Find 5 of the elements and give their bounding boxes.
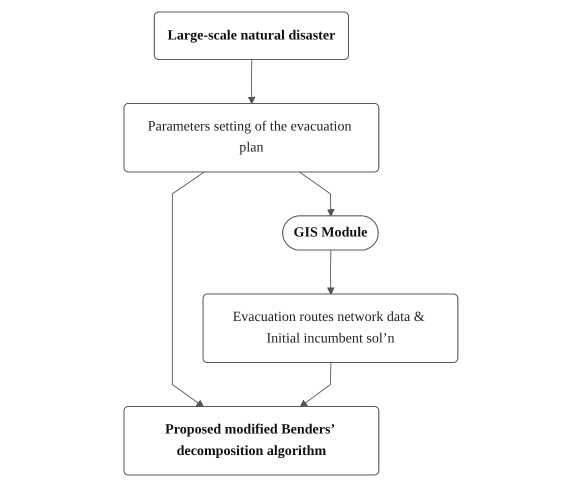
arrow [326, 250, 335, 295]
arrow [300, 172, 335, 217]
arrow [172, 172, 204, 408]
arrow [300, 362, 332, 408]
arrow [248, 59, 256, 104]
